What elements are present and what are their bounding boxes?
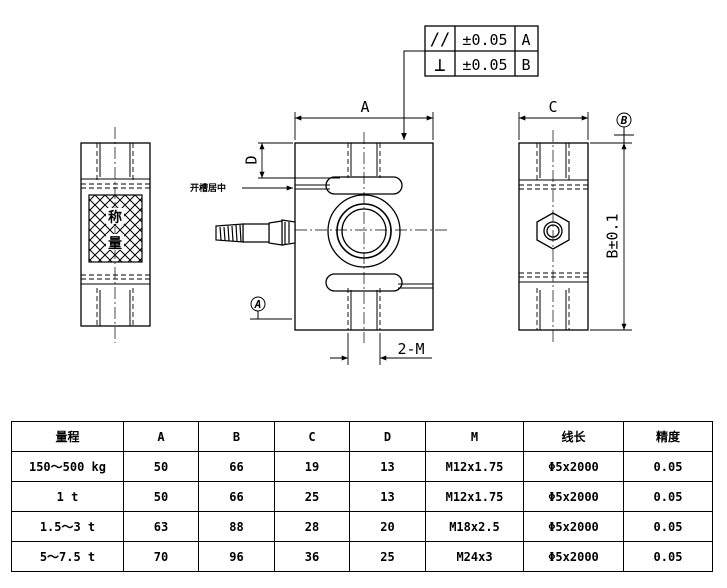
header-accuracy: 精度 — [623, 421, 713, 452]
dimension-c-label: C — [548, 98, 557, 116]
dimension-m — [330, 333, 432, 365]
table-cell: 5～7.5 t — [11, 541, 124, 572]
front-view — [275, 132, 448, 343]
table-row: 5～7.5 t 70 96 36 25 M24x3 Φ5x2000 0.05 — [11, 541, 713, 572]
tolerance-frame: // ±0.05 A ⊥ ±0.05 B — [401, 25, 539, 140]
table-cell: 66 — [198, 451, 275, 482]
label-plate — [88, 194, 143, 263]
technical-drawing: // ±0.05 A ⊥ ±0.05 B 称 量 — [80, 25, 634, 365]
tolerance-datum-a: A — [521, 31, 530, 49]
table-cell: 0.05 — [623, 481, 713, 512]
dimension-m-label: 2-M — [397, 340, 424, 358]
table-cell: M24x3 — [425, 541, 524, 572]
table-cell: M18x2.5 — [425, 511, 524, 542]
spec-table: 量程 A B C D M 线长 精度 150～500 kg 50 66 19 1… — [11, 421, 713, 572]
table-cell: 50 — [123, 451, 199, 482]
slot-note: 开槽居中 — [190, 182, 226, 194]
table-cell: M12x1.75 — [425, 451, 524, 482]
table-cell: Φ5x2000 — [523, 511, 624, 542]
header-b: B — [198, 421, 275, 452]
table-cell: 63 — [123, 511, 199, 542]
dimension-d-label: D — [243, 155, 261, 164]
label-char-1: 称 — [108, 209, 122, 226]
header-d: D — [349, 421, 426, 452]
table-cell: 28 — [274, 511, 350, 542]
table-cell: Φ5x2000 — [523, 481, 624, 512]
table-cell: Φ5x2000 — [523, 541, 624, 572]
table-cell: 50 — [123, 481, 199, 512]
table-cell: 1 t — [11, 481, 124, 512]
table-cell: 13 — [349, 451, 426, 482]
side-view — [518, 130, 589, 343]
label-char-2: 量 — [108, 236, 122, 252]
table-cell: 88 — [198, 511, 275, 542]
tolerance-value-1: ±0.05 — [462, 31, 507, 49]
table-header-row: 量程 A B C D M 线长 精度 — [11, 421, 713, 452]
datum-a — [250, 296, 292, 320]
table-cell: 66 — [198, 481, 275, 512]
dimension-b-label: B±0.1 — [604, 213, 622, 258]
table-cell: 20 — [349, 511, 426, 542]
dimension-c — [518, 112, 589, 140]
table-cell: 0.05 — [623, 511, 713, 542]
table-cell: 150～500 kg — [11, 451, 124, 482]
datum-a-label: A — [254, 298, 262, 311]
table-cell: 96 — [198, 541, 275, 572]
table-row: 150～500 kg 50 66 19 13 M12x1.75 Φ5x2000 … — [11, 451, 713, 482]
tolerance-datum-b: B — [521, 56, 530, 74]
header-m: M — [425, 421, 524, 452]
tolerance-parallel-symbol: // — [430, 30, 450, 50]
table-cell: 70 — [123, 541, 199, 572]
header-range: 量程 — [11, 421, 124, 452]
table-cell: 13 — [349, 481, 426, 512]
table-cell: M12x1.75 — [425, 481, 524, 512]
dimension-a — [294, 112, 434, 140]
header-cable-length: 线长 — [523, 421, 624, 452]
table-cell: 0.05 — [623, 541, 713, 572]
dimension-d — [258, 142, 340, 179]
header-c: C — [274, 421, 350, 452]
hex-nut — [536, 212, 570, 250]
datum-b-label: B — [620, 114, 628, 127]
left-view — [80, 127, 151, 343]
cable-connector — [215, 219, 296, 246]
table-row: 1 t 50 66 25 13 M12x1.75 Φ5x2000 0.05 — [11, 481, 713, 512]
table-cell: 25 — [349, 541, 426, 572]
datum-b — [614, 112, 634, 143]
header-a: A — [123, 421, 199, 452]
table-row: 1.5～3 t 63 88 28 20 M18x2.5 Φ5x2000 0.05 — [11, 511, 713, 542]
tolerance-perpendicular-symbol: ⊥ — [434, 54, 445, 76]
table-cell: 1.5～3 t — [11, 511, 124, 542]
table-cell: 19 — [274, 451, 350, 482]
tolerance-value-2: ±0.05 — [462, 56, 507, 74]
table-cell: 36 — [274, 541, 350, 572]
dimension-a-label: A — [360, 98, 369, 116]
table-cell: 25 — [274, 481, 350, 512]
dimension-b — [590, 142, 632, 331]
table-cell: 0.05 — [623, 451, 713, 482]
table-cell: Φ5x2000 — [523, 451, 624, 482]
